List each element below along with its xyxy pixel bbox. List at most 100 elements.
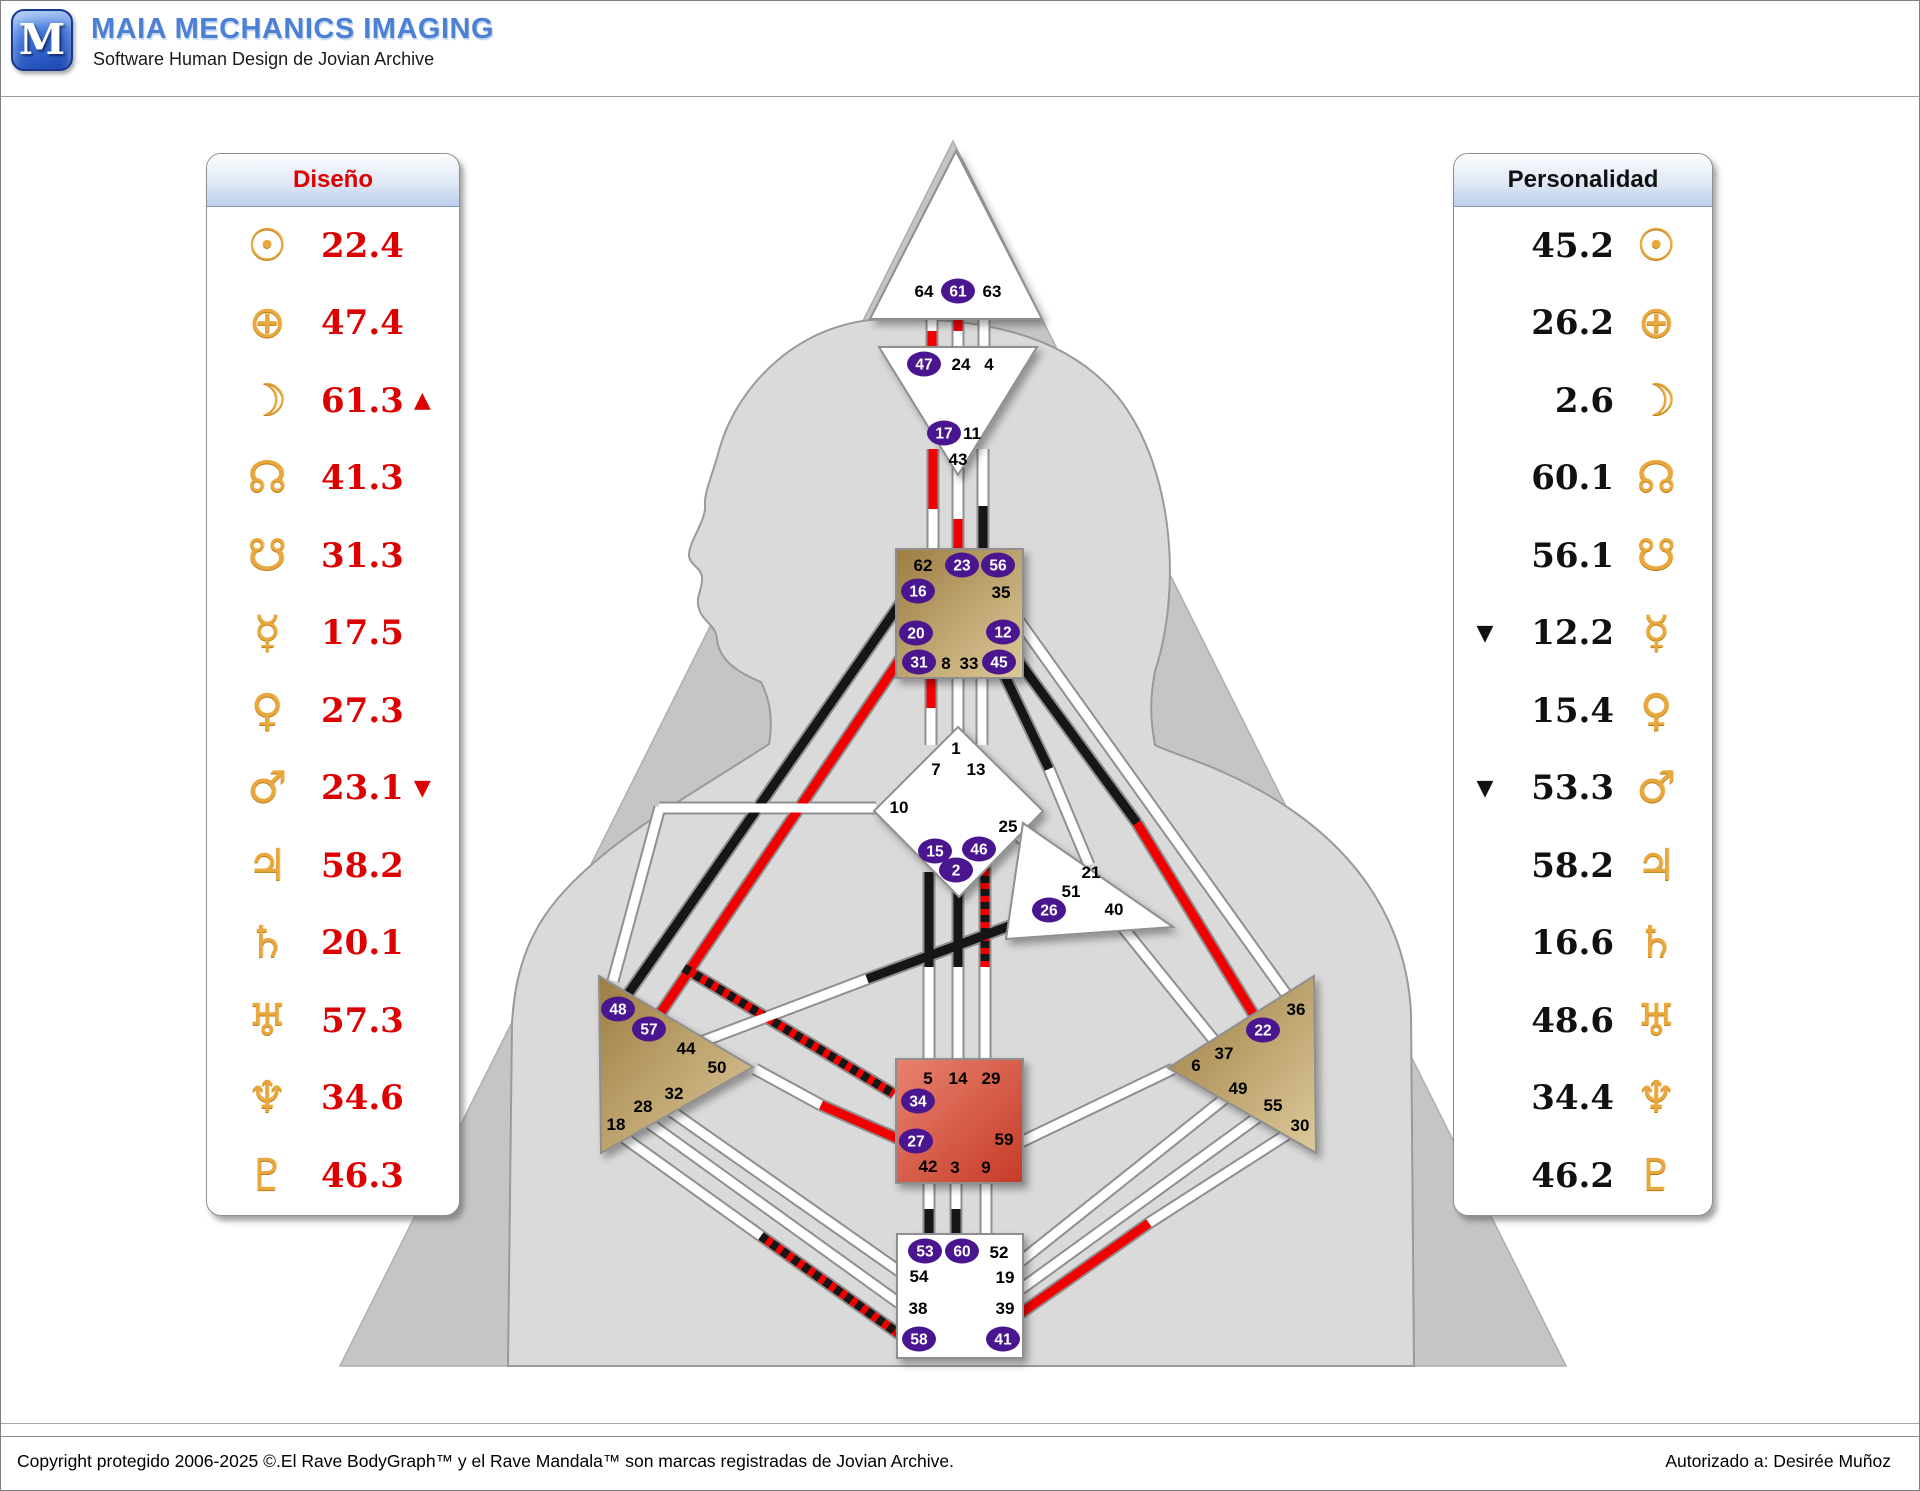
gate-line-value: 12.2 <box>1531 613 1614 654</box>
gate-27-activated <box>899 1128 933 1154</box>
gate-14-label: 14 <box>949 1069 968 1088</box>
venus-icon: ♀ <box>1639 684 1673 736</box>
north-node-icon: ☊ <box>247 452 287 504</box>
gate-47-label: 47 <box>915 357 932 374</box>
center-ajna <box>877 346 1039 477</box>
gate-30-label: 30 <box>1291 1116 1310 1135</box>
app-logo-icon: M <box>11 9 73 71</box>
logo-letter: M <box>18 15 66 64</box>
gate-line-value: 61.3 <box>321 380 404 421</box>
design-row-south-node: ☋31.3 <box>207 517 459 595</box>
mercury-icon: ☿ <box>1642 607 1670 659</box>
gate-11-label: 11 <box>963 424 981 443</box>
gate-line-value: 27.3 <box>321 690 404 731</box>
gate-56-label: 56 <box>989 558 1007 575</box>
sun-icon: ☉ <box>1636 219 1676 271</box>
gate-60-activated <box>945 1238 979 1264</box>
gate-32-label: 32 <box>665 1084 684 1103</box>
gate-31-label: 31 <box>910 655 928 672</box>
gate-24-label: 24 <box>952 355 971 374</box>
gate-18-label: 18 <box>607 1115 626 1134</box>
motion-arrow-icon: ▼ <box>1476 620 1494 646</box>
gate-3-label: 3 <box>950 1158 959 1177</box>
gate-43-label: 43 <box>949 450 968 469</box>
personality-row-north-node: 60.1☊ <box>1454 440 1712 518</box>
design-row-saturn: ♄20.1 <box>207 905 459 983</box>
gate-33-label: 33 <box>960 654 979 673</box>
sun-icon: ☉ <box>247 219 287 271</box>
personality-row-mars: ▼53.3♂ <box>1454 750 1712 828</box>
motion-arrow-icon: ▼ <box>413 775 431 801</box>
gate-15-activated <box>918 838 952 864</box>
uranus-icon: ♅ <box>247 994 287 1046</box>
gate-52-label: 52 <box>990 1243 1009 1262</box>
south-node-icon: ☋ <box>1636 529 1676 581</box>
gate-line-value: 58.2 <box>1531 845 1614 886</box>
channel-41-30 <box>1146 1124 1300 1227</box>
gate-51-label: 51 <box>1062 882 1081 901</box>
gate-1-label: 1 <box>951 739 960 758</box>
gate-45-label: 45 <box>990 655 1008 672</box>
channel-20-57 <box>647 643 913 1030</box>
gate-61-activated <box>941 278 975 304</box>
design-row-mars: ♂23.1▼ <box>207 750 459 828</box>
app-subtitle: Software Human Design de Jovian Archive <box>93 49 435 69</box>
gate-line-value: 46.2 <box>1531 1155 1614 1196</box>
pluto-icon: ♇ <box>247 1149 287 1201</box>
gate-39-label: 39 <box>996 1299 1015 1318</box>
channel-32-54 <box>658 1100 902 1275</box>
gate-59-label: 59 <box>995 1130 1014 1149</box>
personality-rows: 45.2☉26.2⊕2.6☽60.1☊56.1☋▼12.2☿15.4♀▼53.3… <box>1454 207 1712 1215</box>
personality-row-pluto: 46.2 ♇ <box>1454 1137 1712 1215</box>
center-solar-plexus <box>1166 974 1318 1155</box>
channel-12-22 <box>1003 642 1141 826</box>
gate-line-value: 34.6 <box>321 1078 404 1119</box>
gate-61-label: 61 <box>949 284 967 301</box>
moon-icon: ☽ <box>1636 374 1676 426</box>
gate-44-label: 44 <box>677 1039 696 1058</box>
gate-16-activated <box>901 578 935 604</box>
gate-6-label: 6 <box>1191 1056 1200 1075</box>
design-panel-title: Diseño <box>207 154 459 207</box>
gate-34-activated <box>901 1088 935 1114</box>
gate-9-label: 9 <box>981 1158 990 1177</box>
gate-5-label: 5 <box>923 1069 932 1088</box>
gate-26-activated <box>1032 897 1066 923</box>
neptune-icon: ♆ <box>247 1072 287 1124</box>
gate-64-label: 64 <box>915 282 934 301</box>
gate-line-value: 22.4 <box>321 225 404 266</box>
gate-line-value: 53.3 <box>1531 768 1614 809</box>
gate-35-label: 35 <box>992 583 1011 602</box>
personality-row-uranus: 48.6♅ <box>1454 982 1712 1060</box>
design-panel: Diseño ☉22.4⊕47.4☽61.3▲☊41.3☋31.3☿17.5♀2… <box>206 153 460 1216</box>
gate-46-label: 46 <box>970 842 988 859</box>
footer-separator <box>1 1423 1919 1424</box>
channel-16-48 <box>615 595 908 1010</box>
design-row-jupiter: ♃58.2 <box>207 827 459 905</box>
app-header: M MAIA MECHANICS IMAGING Software Human … <box>1 1 1919 97</box>
gate-40-label: 40 <box>1105 900 1124 919</box>
gate-60-label: 60 <box>953 1244 970 1261</box>
moon-icon: ☽ <box>247 374 287 426</box>
venus-icon: ♀ <box>250 684 284 736</box>
personality-panel-title: Personalidad <box>1454 154 1712 207</box>
gate-41-activated <box>986 1326 1020 1352</box>
gate-23-activated <box>945 552 979 578</box>
saturn-icon: ♄ <box>1636 917 1676 969</box>
gate-line-value: 23.1 <box>321 768 404 809</box>
gate-21-label: 21 <box>1082 863 1101 882</box>
gate-8-label: 8 <box>941 654 950 673</box>
personality-row-moon: 2.6☽ <box>1454 362 1712 440</box>
gate-56-activated <box>981 552 1015 578</box>
gate-line-value: 58.2 <box>321 845 404 886</box>
gate-29-label: 29 <box>982 1069 1001 1088</box>
gate-28-label: 28 <box>634 1097 653 1116</box>
gate-20-label: 20 <box>907 626 924 643</box>
gate-2-activated <box>939 857 973 883</box>
pluto-icon: ♇ <box>1636 1149 1676 1201</box>
design-row-uranus: ♅57.3 <box>207 982 459 1060</box>
gate-22-label: 22 <box>1254 1023 1271 1040</box>
gate-12-label: 12 <box>994 625 1011 642</box>
gate-10-label: 10 <box>890 798 909 817</box>
